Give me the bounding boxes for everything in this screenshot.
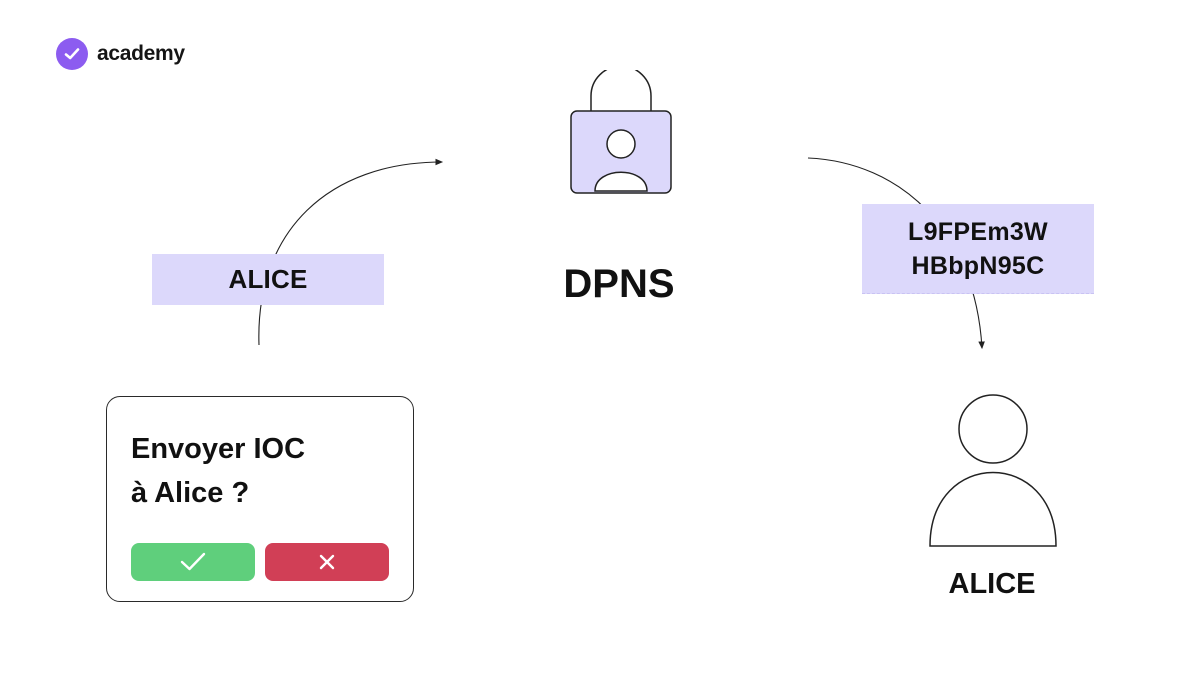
- send-ioc-dialog: Envoyer IOC à Alice ?: [106, 396, 414, 602]
- response-line-1: L9FPEm3W: [908, 217, 1048, 246]
- dialog-title-line-1: Envoyer IOC: [131, 433, 306, 465]
- confirm-button[interactable]: [131, 543, 255, 581]
- lock-user-icon: [570, 70, 672, 194]
- dialog-title-line-2: à Alice ?: [131, 477, 250, 509]
- brand-name: academy: [97, 42, 185, 65]
- response-label: L9FPEm3W HBbpN95C: [862, 204, 1094, 294]
- brand: academy: [56, 38, 185, 70]
- request-label: ALICE: [152, 254, 384, 305]
- dialog-title: Envoyer IOC à Alice ?: [131, 427, 305, 515]
- response-line-2: HBbpN95C: [911, 251, 1045, 280]
- user-icon: [929, 394, 1057, 547]
- service-label: DPNS: [563, 262, 675, 306]
- cancel-button[interactable]: [265, 543, 389, 581]
- close-icon: [319, 554, 335, 570]
- recipient-label: ALICE: [948, 568, 1036, 600]
- check-badge-icon: [56, 38, 88, 70]
- check-icon: [180, 552, 206, 571]
